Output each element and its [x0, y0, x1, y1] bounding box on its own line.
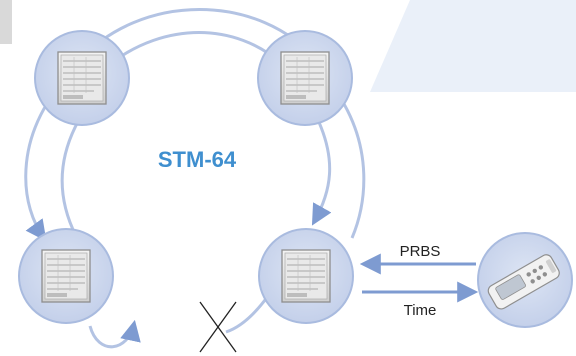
handheld-tester-icon — [487, 254, 560, 310]
ring-outer-arc-left — [24, 101, 50, 242]
network-element-icon — [57, 51, 107, 105]
ring-bottom-arc — [225, 295, 270, 334]
network-element-icon — [41, 249, 91, 303]
ring-label: STM-64 — [158, 147, 237, 172]
ring-inner-arc-top — [109, 31, 283, 66]
prbs-label: PRBS — [400, 243, 441, 260]
node-top-right[interactable] — [257, 30, 353, 126]
ring-outer-arc-right — [342, 103, 366, 239]
network-element-icon — [281, 249, 331, 303]
ring-inner-arc-left — [60, 117, 82, 237]
background-panel — [370, 0, 576, 92]
test-device[interactable] — [477, 232, 573, 328]
break-x-icon — [199, 301, 237, 353]
loopback-arc — [88, 319, 141, 349]
node-bottom-left[interactable] — [18, 228, 114, 324]
ring-inner-arc-right — [311, 119, 332, 226]
node-top-left[interactable] — [34, 30, 130, 126]
background-edge-strip — [0, 0, 12, 44]
time-label: Time — [404, 302, 437, 319]
node-bottom-right[interactable] — [258, 228, 354, 324]
network-element-icon — [280, 51, 330, 105]
